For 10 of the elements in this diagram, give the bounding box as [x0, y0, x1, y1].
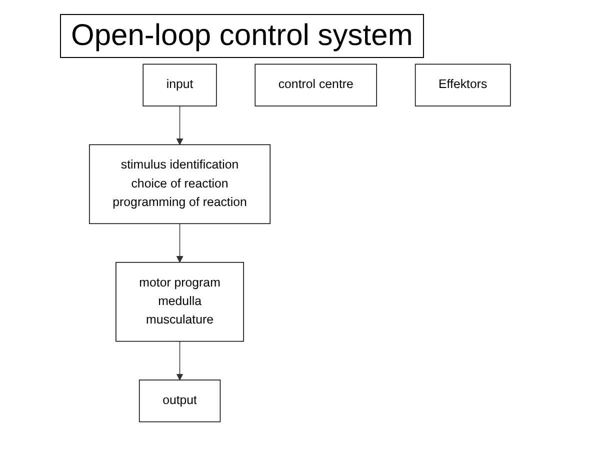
node-box: stimulus identification choice of reaction programming of reaction — [89, 144, 271, 224]
arrow — [176, 106, 184, 145]
title: Open-loop control system — [60, 14, 424, 58]
node-box: input — [142, 64, 217, 106]
node-box: Effektors — [415, 64, 511, 106]
arrow — [176, 340, 184, 380]
node-box: motor program medulla musculature — [116, 262, 244, 342]
node-box: output — [139, 380, 221, 422]
node-box: control centre — [254, 64, 378, 106]
arrow — [176, 223, 184, 263]
